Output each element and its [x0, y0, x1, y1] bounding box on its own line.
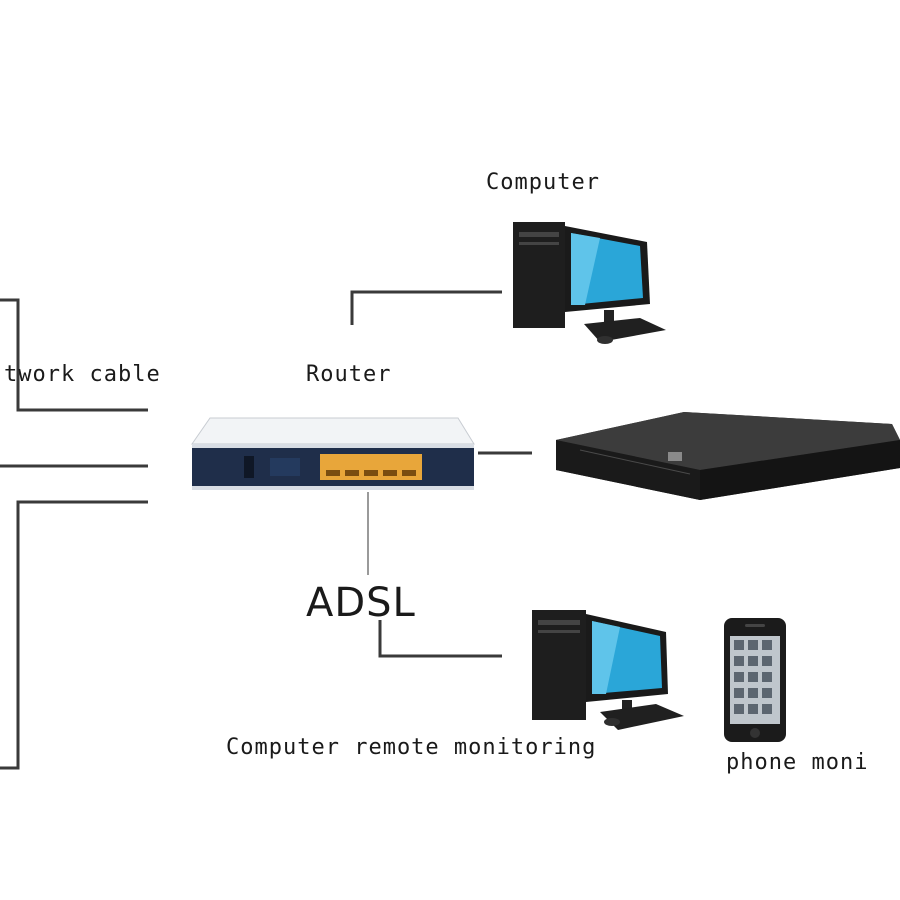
computer-label: Computer	[486, 170, 600, 195]
adsl-label: ADSL	[306, 580, 416, 626]
left-cable-top	[0, 298, 148, 412]
phone-monitoring-label: phone moni	[726, 750, 869, 775]
adsl-to-computer-line	[378, 620, 502, 658]
dvr-recorder-icon	[556, 412, 900, 500]
computer-bottom-icon	[532, 610, 684, 730]
smartphone-icon	[724, 618, 786, 742]
router-to-computer-line	[350, 290, 502, 325]
router-icon	[191, 417, 475, 490]
connection-lines	[0, 290, 532, 770]
computer-top-icon	[513, 222, 666, 344]
network-cable-label: twork cable	[4, 362, 161, 387]
left-cable-bottom	[0, 500, 148, 770]
computer-remote-monitoring-label: Computer remote monitoring	[226, 735, 597, 760]
router-label: Router	[306, 362, 392, 387]
